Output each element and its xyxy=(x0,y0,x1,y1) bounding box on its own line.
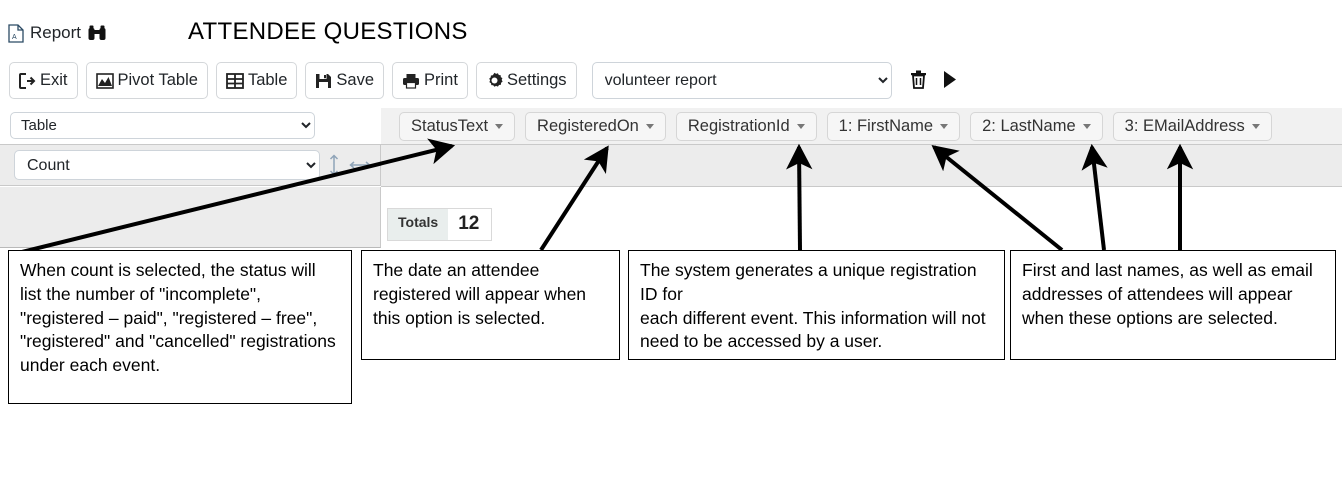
left-control-panel: Table Count xyxy=(0,108,381,248)
report-label-text: Report xyxy=(30,23,82,42)
page-title: ATTENDEE QUESTIONS xyxy=(188,18,468,45)
play-icon xyxy=(942,70,958,92)
report-builder-area: Table Count xyxy=(0,108,1342,248)
arrows-horizontal-icon[interactable] xyxy=(348,158,372,172)
chevron-down-icon[interactable] xyxy=(940,123,949,129)
printer-icon xyxy=(402,73,420,89)
delete-report-button[interactable] xyxy=(908,62,930,99)
view-type-select-wrap: Table xyxy=(10,112,315,139)
toolbar: Exit Pivot Table Table xyxy=(0,62,1342,106)
run-report-button[interactable] xyxy=(939,62,961,99)
field-chip-label: RegistrationId xyxy=(687,116,790,135)
aggregate-row: Count xyxy=(0,144,381,186)
field-grid: StatusText RegisteredOn RegistrationId 1… xyxy=(381,108,1342,248)
save-button-label: Save xyxy=(336,71,374,90)
field-chip-registrationid[interactable]: RegistrationId xyxy=(675,111,817,141)
chevron-down-icon[interactable] xyxy=(1082,123,1091,129)
table-button-label: Table xyxy=(247,71,288,90)
gear-icon xyxy=(486,72,503,89)
field-dropzone-left[interactable] xyxy=(0,187,381,248)
exit-button-label: Exit xyxy=(40,71,68,90)
totals-value: 12 xyxy=(448,209,492,240)
field-chip-label: 3: EMailAddress xyxy=(1124,116,1245,135)
field-chip-lastname[interactable]: 2: LastName xyxy=(970,111,1103,141)
pivot-table-button-label: Pivot Table xyxy=(117,71,198,90)
title-bar: A Report ATTENDEE QUESTIONS xyxy=(0,0,1342,58)
exit-button[interactable]: Exit xyxy=(9,62,78,99)
floppy-disk-icon xyxy=(315,73,332,89)
grid-icon xyxy=(226,72,244,89)
callout-registrationid: The system generates a unique registrati… xyxy=(628,250,1005,360)
callout-names-email: First and last names, as well as email a… xyxy=(1010,250,1336,360)
saved-report-select[interactable]: volunteer report xyxy=(591,62,892,99)
field-chip-label: RegisteredOn xyxy=(537,116,639,135)
chevron-down-icon[interactable] xyxy=(1251,123,1260,129)
trash-icon xyxy=(910,70,927,92)
totals-row: Totals 12 xyxy=(381,187,1342,248)
callout-statustext: When count is selected, the status will … xyxy=(8,250,352,404)
totals-cell: Totals 12 xyxy=(387,208,493,241)
field-chip-label: StatusText xyxy=(411,116,489,135)
save-button[interactable]: Save xyxy=(305,62,384,99)
field-header-row: StatusText RegisteredOn RegistrationId 1… xyxy=(381,108,1342,145)
chevron-down-icon[interactable] xyxy=(796,123,805,129)
svg-text:A: A xyxy=(12,34,17,41)
print-button-label: Print xyxy=(424,71,458,90)
aggregate-select[interactable]: Count xyxy=(14,150,320,180)
pivot-table-button[interactable]: Pivot Table xyxy=(85,62,208,99)
field-chip-statustext[interactable]: StatusText xyxy=(399,111,516,141)
binoculars-icon[interactable] xyxy=(87,24,107,42)
chevron-down-icon[interactable] xyxy=(495,123,504,129)
field-chip-emailaddress[interactable]: 3: EMailAddress xyxy=(1112,111,1272,141)
view-type-select[interactable]: Table xyxy=(10,112,315,139)
settings-button[interactable]: Settings xyxy=(475,62,577,99)
document-icon: A xyxy=(8,23,24,43)
table-button[interactable]: Table xyxy=(215,62,298,99)
chart-icon xyxy=(95,72,114,89)
field-dropzone-right[interactable] xyxy=(381,145,1342,187)
field-chip-firstname[interactable]: 1: FirstName xyxy=(826,111,961,141)
field-chip-registeredon[interactable]: RegisteredOn xyxy=(525,111,666,141)
callout-registeredon: The date an attendee registered will app… xyxy=(361,250,620,360)
report-breadcrumb: A Report xyxy=(8,23,107,43)
exit-icon xyxy=(19,72,36,89)
field-chip-label: 2: LastName xyxy=(982,116,1076,135)
chevron-down-icon[interactable] xyxy=(645,123,654,129)
totals-label: Totals xyxy=(388,209,449,240)
arrows-vertical-icon[interactable] xyxy=(328,154,340,176)
settings-button-label: Settings xyxy=(506,71,567,90)
print-button[interactable]: Print xyxy=(392,62,468,99)
field-chip-label: 1: FirstName xyxy=(838,116,934,135)
